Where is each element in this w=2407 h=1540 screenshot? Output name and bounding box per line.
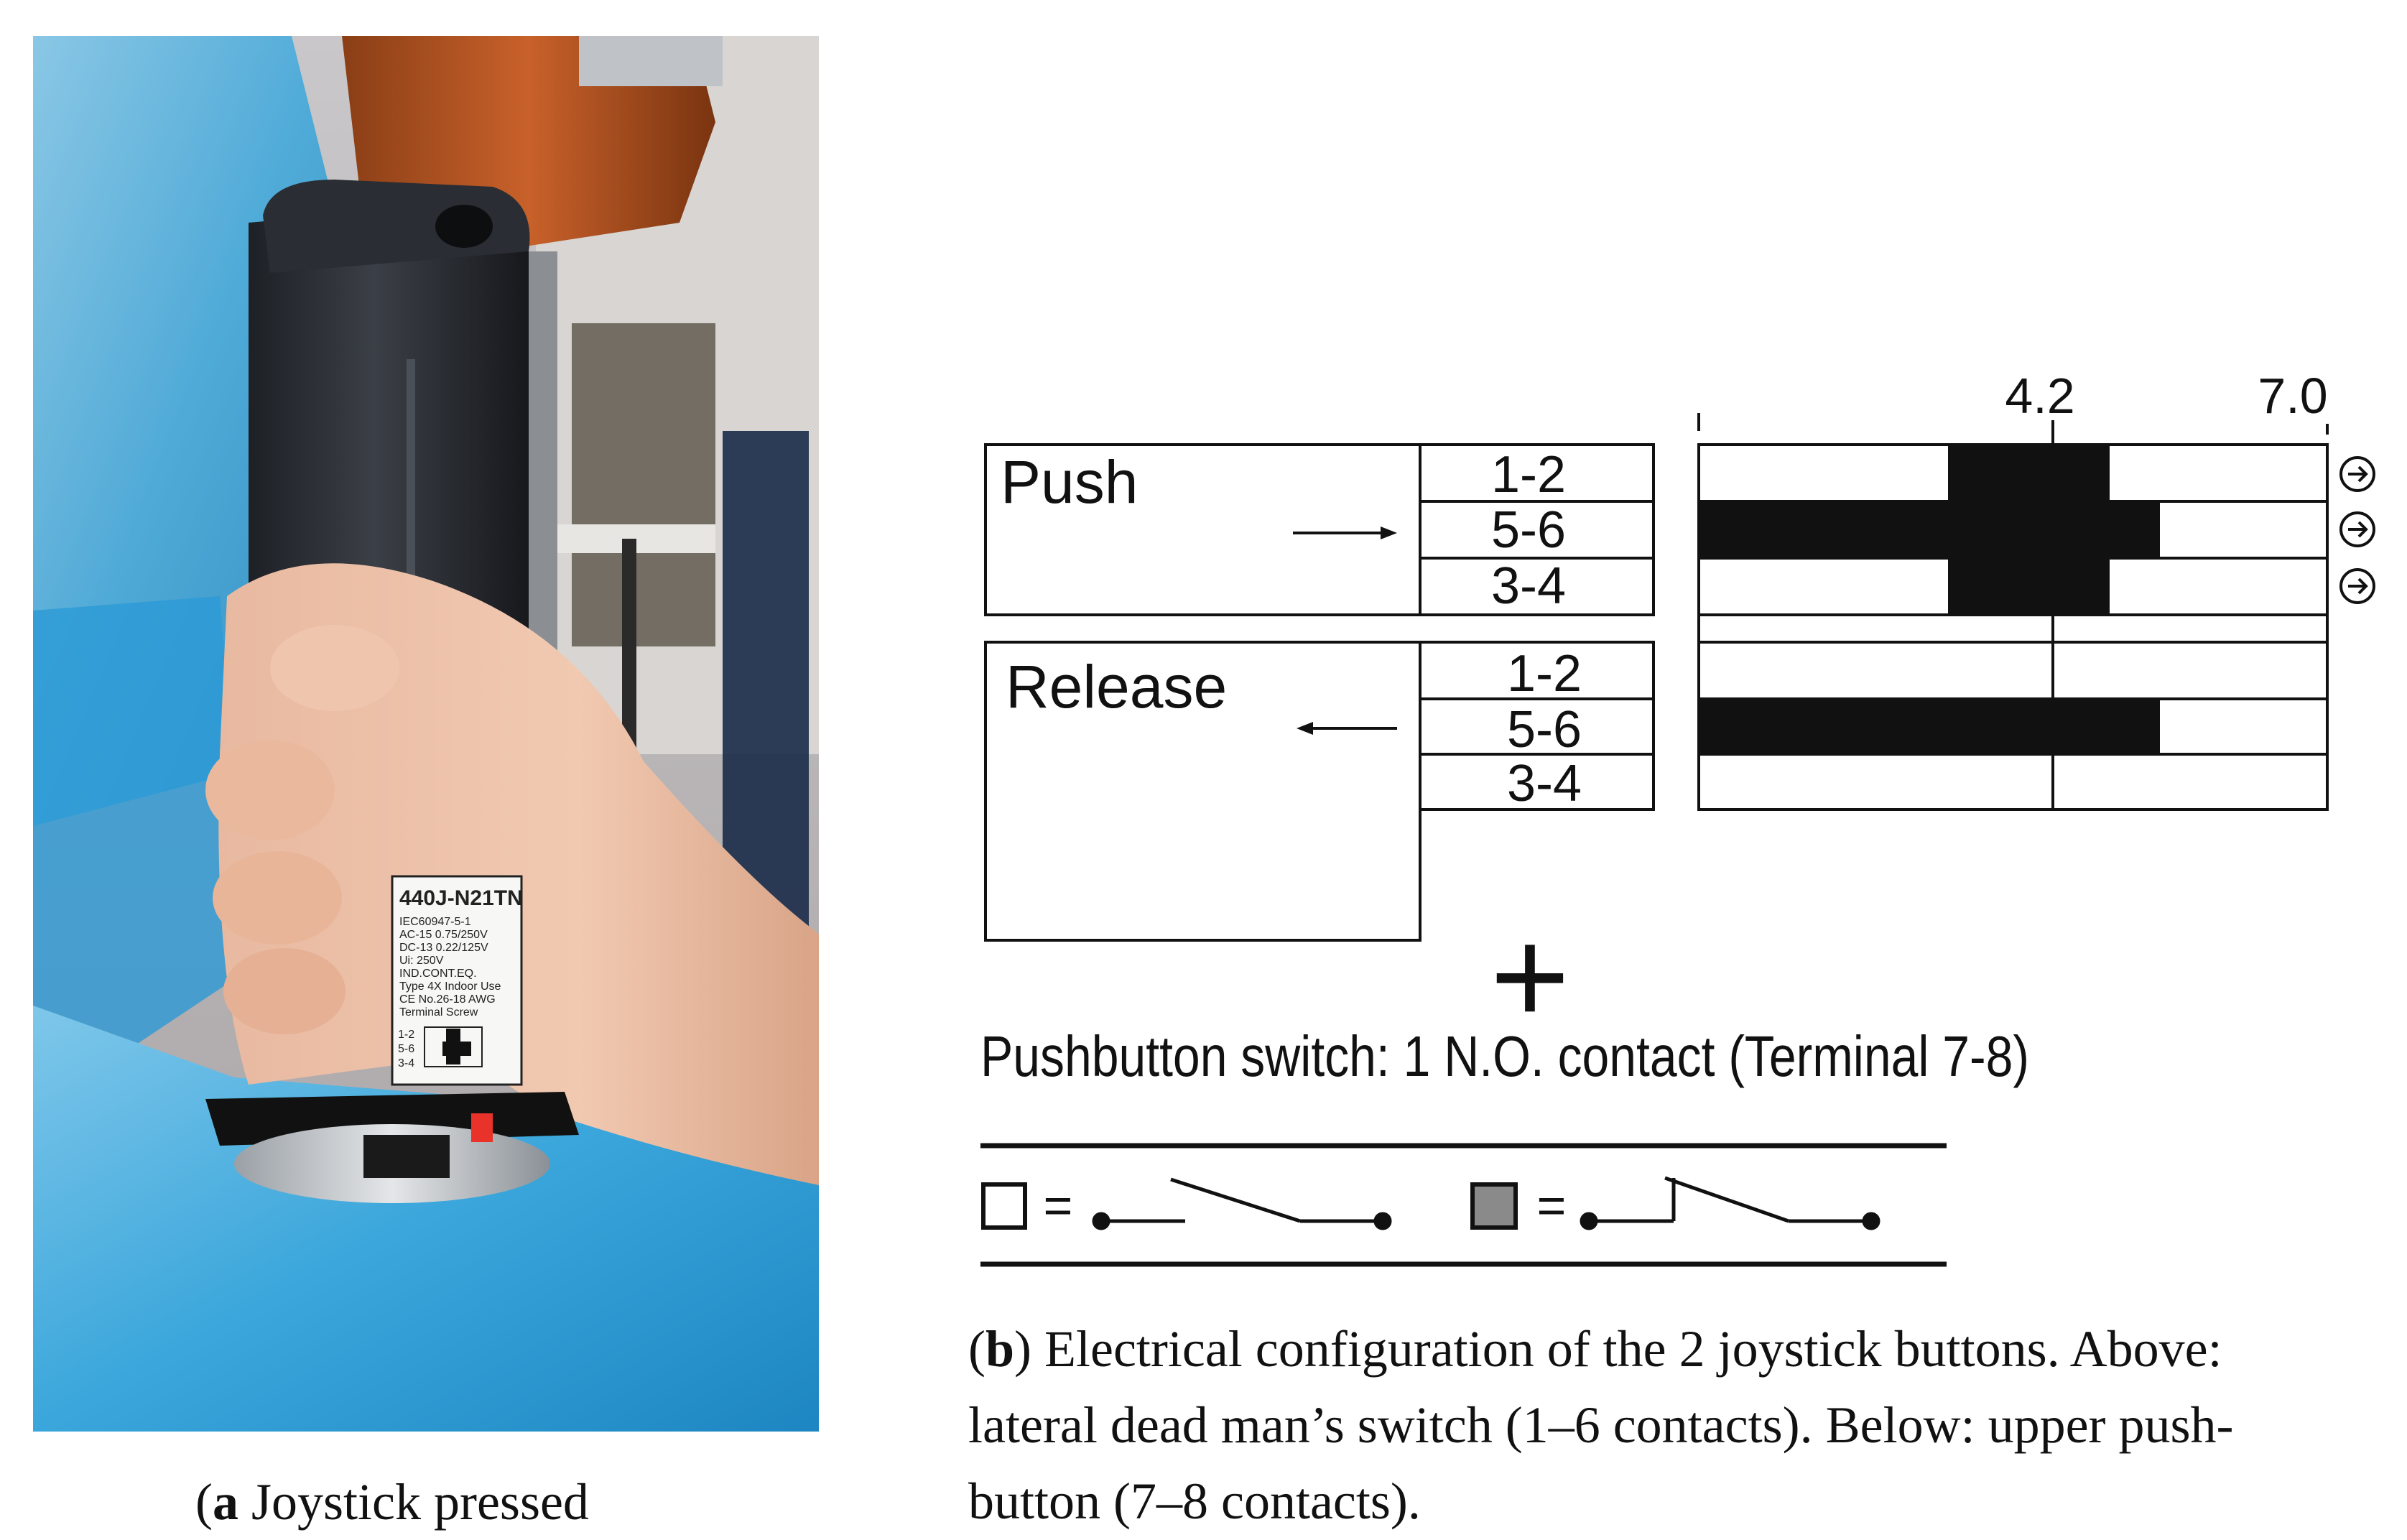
release-bar-5-6: [1699, 699, 2160, 754]
label-line: AC-15 0.75/250V: [399, 929, 488, 941]
circle-arrow-icon: [2339, 456, 2375, 492]
release-contact-3-4: 3-4: [1507, 755, 1582, 812]
caption-a-text: Joystick pressed: [238, 1473, 589, 1531]
joystick-photo-drawing: 440J-N21TN IEC60947-5-1 AC-15 0.75/250V …: [33, 36, 819, 1432]
push-timing-chart: [1697, 443, 2329, 642]
label-model: 440J-N21TN: [399, 886, 523, 910]
label-line: CE No.26-18 AWG: [399, 993, 496, 1006]
push-contact-1-2: 1-2: [1491, 446, 1566, 504]
caption-b-line-1-text: ) Electrical configuration of the 2 joys…: [1014, 1320, 2222, 1378]
push-contact-3-4: 3-4: [1491, 557, 1566, 615]
joystick-photo: 440J-N21TN IEC60947-5-1 AC-15 0.75/250V …: [33, 36, 819, 1432]
push-bar-5-6: [1699, 501, 2160, 558]
push-arrow-head: [1381, 527, 1397, 539]
contact-legend: = =: [980, 1143, 1947, 1267]
scale-ticks: [1697, 413, 2329, 445]
label-line: DC-13 0.22/125V: [399, 942, 488, 954]
caption-b-line-2: lateral dead man’s switch (1–6 contacts)…: [968, 1396, 2234, 1454]
release-timing-chart: [1697, 641, 2329, 811]
scale-label-4-2: 4.2: [2005, 368, 2074, 424]
open-switch-symbol: [1092, 1177, 1392, 1230]
legend-equals-closed: =: [1537, 1177, 1567, 1233]
label-contact: 5-6: [398, 1043, 414, 1055]
release-contact-5-6: 5-6: [1507, 701, 1582, 759]
circle-arrow-icon: [2339, 511, 2375, 547]
release-arrow: [1297, 722, 1397, 735]
label-line: Type 4X Indoor Use: [399, 980, 501, 993]
push-frame: [984, 443, 1655, 616]
caption-b-line-1: (b) Electrical configuration of the 2 jo…: [968, 1320, 2222, 1378]
label-line: Terminal Screw: [399, 1006, 478, 1019]
push-direction-icons: [2339, 456, 2375, 604]
push-arrow: [1293, 527, 1397, 539]
caption-b-letter: b: [985, 1320, 1015, 1378]
caption-a-letter: a: [212, 1473, 238, 1531]
legend-equals-open: =: [1044, 1177, 1073, 1233]
push-block: [984, 443, 1655, 616]
label-line: Ui: 250V: [399, 955, 444, 967]
plus-sign: +: [1490, 901, 1570, 1053]
release-contact-1-2: 1-2: [1507, 645, 1582, 702]
closed-contact-box: [1470, 1182, 1518, 1230]
push-label: Push: [1001, 448, 1138, 516]
caption-b-line-3: button (7–8 contacts).: [968, 1472, 1421, 1530]
open-contact-box: [981, 1182, 1027, 1230]
handle-label: 440J-N21TN IEC60947-5-1 AC-15 0.75/250V …: [398, 886, 523, 1070]
circle-arrow-icon: [2339, 568, 2375, 604]
label-contact: 3-4: [398, 1057, 414, 1070]
label-line: IEC60947-5-1: [399, 916, 471, 928]
release-block: [984, 641, 1655, 942]
push-contact-5-6: 5-6: [1491, 501, 1566, 559]
release-arrow-head: [1297, 722, 1313, 735]
caption-b: (b) Electrical configuration of the 2 jo…: [968, 1311, 2398, 1539]
pushbutton-description: Pushbutton switch: 1 N.O. contact (Termi…: [980, 1024, 2029, 1088]
label-line: IND.CONT.EQ.: [399, 968, 477, 980]
scale-label-7-0: 7.0: [2258, 368, 2327, 424]
closed-switch-symbol: [1580, 1176, 1880, 1230]
label-contact: 1-2: [398, 1029, 414, 1041]
release-label: Release: [1006, 653, 1227, 720]
caption-a: (a Joystick pressed: [195, 1473, 589, 1531]
